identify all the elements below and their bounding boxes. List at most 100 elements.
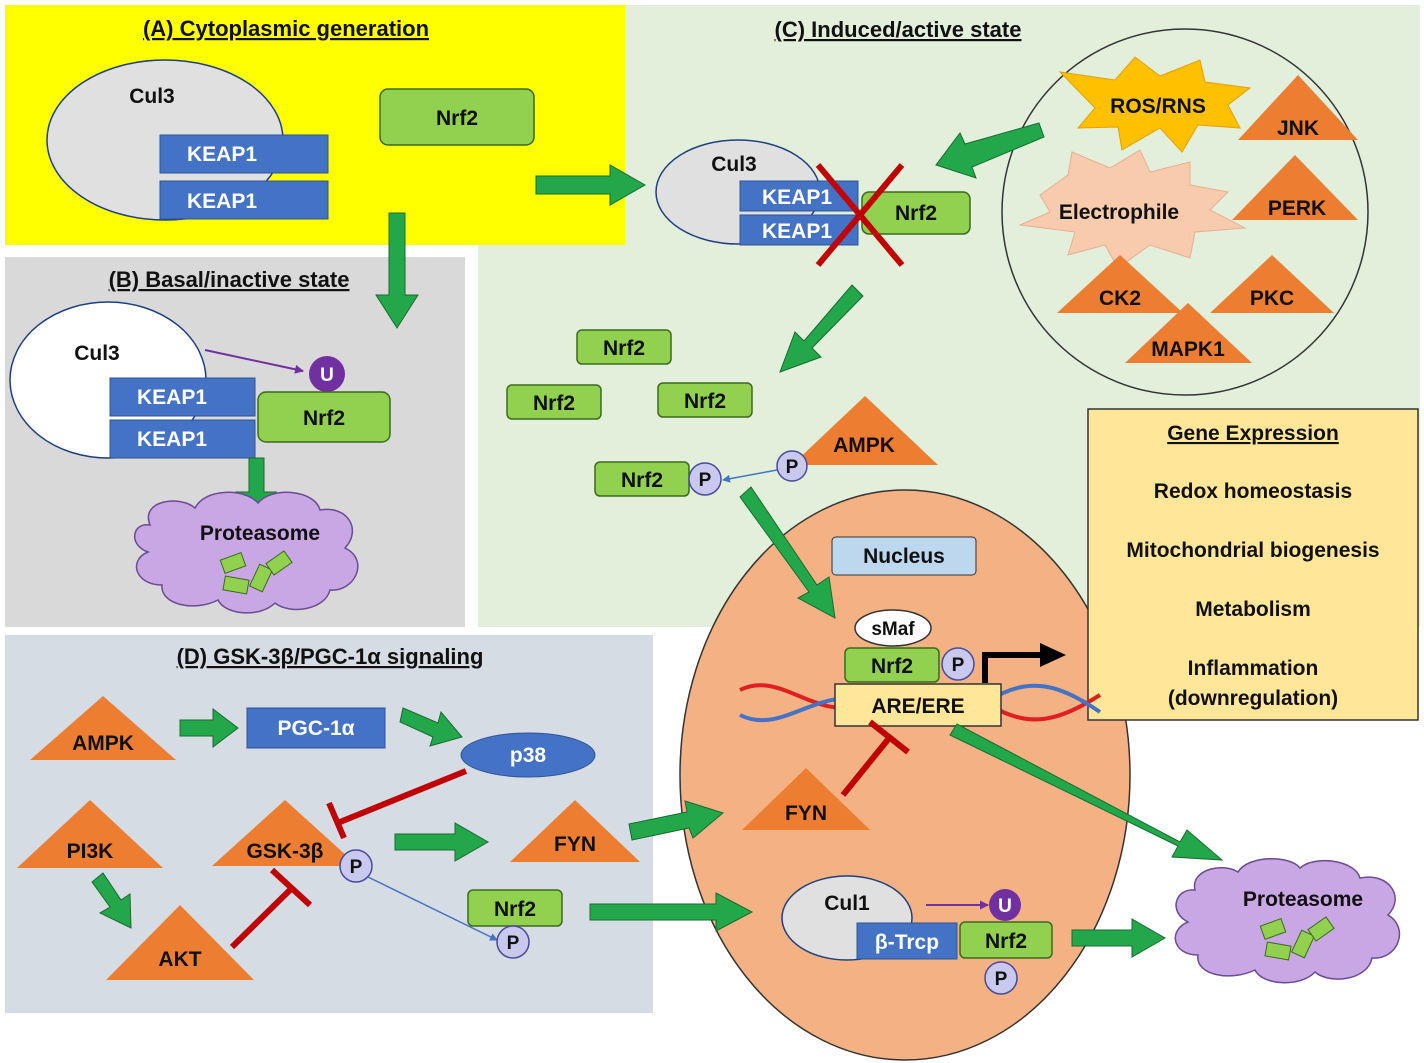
arrow-a-to-c <box>535 164 647 206</box>
fyn-label-d: FYN <box>554 833 596 856</box>
nucleus-nrf2-bottom-phospho-label: P <box>995 969 1008 990</box>
arrow-into-nucleus <box>739 486 836 619</box>
phospho-transfer-arrow <box>722 469 778 483</box>
akt-inhibition-bar <box>269 867 313 908</box>
nrf2-phospho-label-d: P <box>507 933 520 954</box>
gene-expression-item: Inflammation <box>1188 657 1319 680</box>
panel-a-title: (A) Cytoplasmic generation <box>143 16 429 41</box>
pi3k-kinase <box>17 800 163 868</box>
free-nrf2-box-1 <box>576 329 672 365</box>
free-nrf2-box-3 <box>657 382 753 418</box>
gsk3b-phospho-label: P <box>350 857 363 878</box>
panel-d: (D) GSK-3β/PGC-1α signaling AMPK PGC-1α … <box>17 644 725 980</box>
pkc-label: PKC <box>1250 287 1294 310</box>
pgc1a-label: PGC-1α <box>277 717 354 740</box>
proteasome-right-label: Proteasome <box>1243 888 1363 911</box>
free-nrf2-box-2 <box>506 384 602 420</box>
pgc1a-box <box>246 707 386 749</box>
arrow-gsk3b-to-fyn <box>394 822 490 862</box>
panel-c-title: (C) Induced/active state <box>775 17 1022 42</box>
arrow-release-nrf2 <box>779 284 864 373</box>
gene-expression-box: Gene Expression Redox homeostasis Mitoch… <box>1087 408 1419 721</box>
perk-kinase <box>1232 155 1358 220</box>
fyn-inhibition-line <box>840 735 893 797</box>
arrow-a-to-b <box>375 212 419 329</box>
free-nrf2-label-1: Nrf2 <box>603 337 645 360</box>
keap1-bottom-label: KEAP1 <box>187 190 257 213</box>
nucleus-label: Nucleus <box>863 545 945 568</box>
dissociation-x-icon <box>815 163 905 267</box>
mapk1-label: MAPK1 <box>1151 338 1225 361</box>
ros-rns-label: ROS/RNS <box>1110 95 1206 118</box>
arrow-inducers-to-complex <box>935 122 1045 179</box>
ck2-label: CK2 <box>1099 287 1141 310</box>
gene-expression-item: Redox homeostasis <box>1154 480 1352 503</box>
electrophile-burst <box>1018 149 1247 269</box>
ubiquitination-arrow <box>204 349 304 374</box>
transcription-arrowhead <box>1040 643 1066 667</box>
arrow-fyn-to-nucleus <box>628 800 725 841</box>
ampk-phospho <box>776 450 808 482</box>
keap1-top <box>159 134 329 174</box>
jnk-kinase <box>1238 75 1358 140</box>
p38-inhibition-bar <box>326 801 347 840</box>
smaf-label: sMaf <box>871 619 915 640</box>
fyn-label: FYN <box>785 802 827 825</box>
ubiquitin-label: U <box>320 365 334 386</box>
proteasome-label: Proteasome <box>200 522 320 545</box>
fyn-kinase-d <box>510 800 640 862</box>
arrow-nrf2-to-cul1 <box>589 892 754 932</box>
degraded-fragments-icon <box>1259 916 1335 961</box>
nrf2-label: Nrf2 <box>895 202 937 225</box>
free-nrf2-label-2: Nrf2 <box>533 392 575 415</box>
keap1-top-label: KEAP1 <box>187 143 257 166</box>
nucleus-ubiquitin-label: U <box>998 896 1012 917</box>
pi3k-label: PI3K <box>67 840 114 863</box>
fyn-kinase <box>742 768 870 830</box>
nucleus-nrf2-bottom-phospho <box>984 961 1018 995</box>
degraded-fragments-icon <box>219 550 293 595</box>
ampk-label-d: AMPK <box>72 732 134 755</box>
nucleus-nrf2-phospho-label: P <box>952 655 965 676</box>
proteasome-cloud <box>134 491 359 614</box>
btrcp-label: β-Trcp <box>875 931 939 954</box>
keap1-top-label: KEAP1 <box>762 186 832 209</box>
arrow-ampk-to-pgc1a <box>179 707 239 749</box>
ampk-label: AMPK <box>833 434 895 457</box>
keap1-top-label: KEAP1 <box>137 386 207 409</box>
p38-inhibition-line <box>338 768 468 825</box>
ck2-kinase <box>1057 255 1183 313</box>
proteasome-cloud-right <box>1174 857 1401 984</box>
arrow-pi3k-to-akt <box>91 872 132 929</box>
nrf2-box <box>379 88 535 146</box>
keap1-bottom-label: KEAP1 <box>137 428 207 451</box>
keap1-bottom <box>159 180 329 220</box>
fyn-inhibition-bar <box>868 719 910 755</box>
are-ere-box <box>834 683 1002 727</box>
nrf2-label: Nrf2 <box>303 407 345 430</box>
gene-expression-item: Mitochondrial biogenesis <box>1126 539 1379 562</box>
panel-b-title: (B) Basal/inactive state <box>109 267 350 292</box>
cul3-label: Cul3 <box>129 85 175 108</box>
nrf2-phospho-d <box>496 925 530 959</box>
transcription-start-arrow <box>982 652 1040 683</box>
nucleus-nrf2-bottom-label: Nrf2 <box>985 930 1027 953</box>
pkc-kinase <box>1210 255 1334 313</box>
akt-kinase <box>106 905 254 980</box>
are-ere-label: ARE/ERE <box>871 695 964 718</box>
nrf2-box <box>257 391 391 443</box>
nrf2-phospho-badge-label: P <box>699 470 712 491</box>
gene-expression-item: Metabolism <box>1195 598 1311 621</box>
proteasome-right: Proteasome <box>1174 857 1401 984</box>
ubiquitin-badge <box>309 356 345 392</box>
ampk-kinase-d <box>30 696 176 760</box>
nrf2-label: Nrf2 <box>436 107 478 130</box>
panel-b: (B) Basal/inactive state Cul3 U KEAP1 KE… <box>9 267 391 614</box>
nucleus-nrf2-bottom-box <box>959 921 1053 959</box>
nucleus-content: Nucleus sMaf Nrf2 P ARE/ERE FYN Cul1 U β… <box>739 536 1102 995</box>
nrf2-phospho-label: Nrf2 <box>621 469 663 492</box>
jnk-label: JNK <box>1277 117 1319 140</box>
nrf2-phospho-badge <box>688 462 722 496</box>
nucleus-ubiquitin-badge <box>989 889 1021 921</box>
